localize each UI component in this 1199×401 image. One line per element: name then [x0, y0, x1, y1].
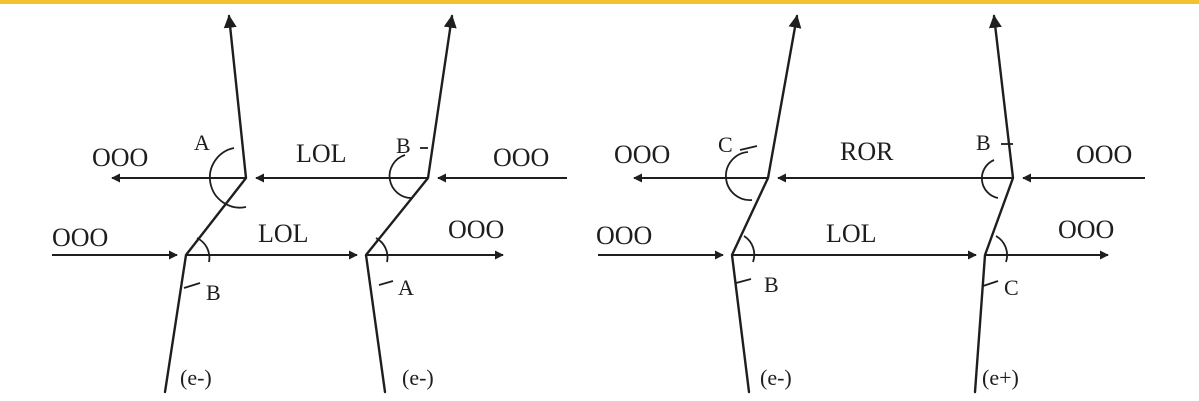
angle-label: A [398, 275, 414, 300]
wave-label: OOO [614, 140, 670, 169]
case-label: (e-) [760, 365, 792, 390]
angle-arc-4 [375, 237, 389, 263]
angle-tick-4 [982, 280, 999, 287]
angle-arc-4 [995, 235, 1008, 263]
angle-arc-2 [981, 159, 999, 199]
medium-label: LOL [258, 219, 309, 248]
medium-label: ROR [840, 137, 894, 166]
angle-tick-2 [378, 280, 394, 286]
worldline-4 [973, 14, 1015, 394]
case-label: (e-) [402, 365, 434, 390]
case-label: (e-) [180, 365, 212, 390]
wave-label: OOO [52, 223, 108, 252]
top-accent-band [0, 0, 1199, 4]
angle-label: C [718, 132, 733, 157]
angle-label: B [764, 272, 779, 297]
angle-label: C [1004, 275, 1019, 300]
angle-tick-1 [739, 145, 758, 151]
angle-label: B [976, 130, 991, 155]
case-label: (e+) [982, 365, 1019, 390]
wave-label: OOO [448, 215, 504, 244]
worldline-2 [364, 14, 457, 394]
angle-label: A [194, 130, 210, 155]
angle-arc-2 [388, 154, 413, 199]
wave-label: OOO [596, 221, 652, 250]
wave-label: OOO [1076, 140, 1132, 169]
right-panel: OOO OOO OOO OOO ROR LOL C B B C (e-) (e+… [596, 14, 1145, 394]
angle-arc-3 [743, 235, 756, 263]
angle-label: B [396, 133, 411, 158]
medium-label: LOL [296, 139, 347, 168]
angle-tick-1 [183, 282, 201, 289]
worldline-3 [730, 14, 802, 394]
wave-label: OOO [493, 143, 549, 172]
angle-arc-3 [196, 237, 211, 263]
worldline-1 [163, 14, 248, 394]
angle-label: B [206, 280, 221, 305]
angle-arc-1 [209, 147, 247, 209]
angle-arc-1 [725, 151, 753, 201]
medium-label: LOL [826, 219, 877, 248]
wave-label: OOO [92, 143, 148, 172]
angle-tick-3 [735, 278, 752, 284]
wave-label: OOO [1058, 215, 1114, 244]
left-panel: OOO OOO OOO OOO LOL LOL A B B A (e-) (e-… [52, 14, 567, 394]
